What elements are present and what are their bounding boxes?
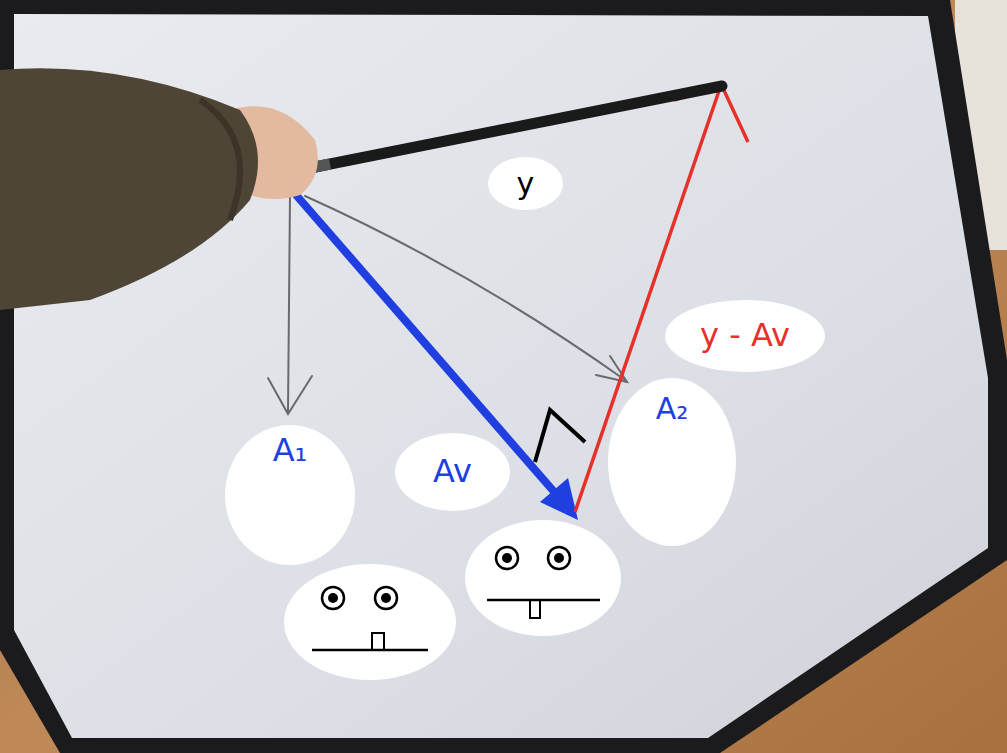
math-label: y - Av bbox=[700, 318, 790, 353]
face-oval bbox=[465, 520, 621, 636]
pupil bbox=[328, 593, 338, 603]
sleeve-cuff bbox=[200, 100, 240, 220]
tooth bbox=[372, 633, 384, 650]
y-label-oval: y bbox=[488, 157, 563, 210]
blue-arrowhead bbox=[540, 478, 578, 520]
pupil bbox=[502, 553, 512, 563]
pen-arrowhead bbox=[268, 376, 312, 414]
mouth bbox=[312, 649, 428, 652]
pupil bbox=[381, 593, 391, 603]
pen-arrow-line bbox=[305, 196, 625, 380]
pupil bbox=[554, 553, 564, 563]
face-right bbox=[465, 520, 621, 636]
projection-label-oval: Av bbox=[395, 433, 510, 511]
sleeve bbox=[0, 68, 258, 310]
tooth bbox=[530, 600, 540, 618]
eye bbox=[375, 587, 397, 609]
column-label-oval: A₁ bbox=[225, 425, 355, 565]
face-left bbox=[284, 564, 456, 680]
eye bbox=[548, 547, 570, 569]
eye bbox=[496, 547, 518, 569]
column-label-oval: A₂ bbox=[608, 378, 736, 546]
pen-arrow-line bbox=[288, 195, 290, 412]
mouth bbox=[487, 599, 600, 602]
pen bbox=[300, 86, 722, 170]
face-oval bbox=[284, 564, 456, 680]
right-angle-mark bbox=[535, 410, 585, 462]
math-label: y bbox=[517, 167, 535, 200]
math-label: Av bbox=[433, 454, 472, 489]
eye bbox=[322, 587, 344, 609]
residual-label-oval: y - Av bbox=[665, 300, 825, 372]
math-label: A₂ bbox=[656, 392, 689, 425]
math-label: A₁ bbox=[273, 433, 308, 468]
